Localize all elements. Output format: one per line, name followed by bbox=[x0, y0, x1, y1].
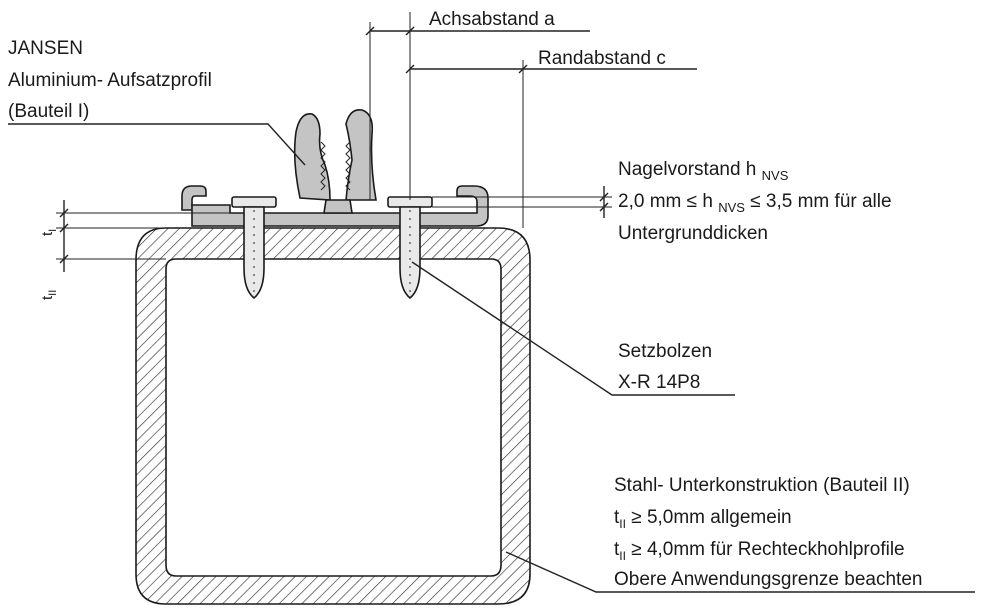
label-bolt-title: Setzbolzen bbox=[618, 341, 713, 362]
leader-steel bbox=[505, 551, 975, 593]
dim-t2-label: tII bbox=[39, 290, 59, 300]
bolt-right bbox=[387, 196, 433, 300]
label-nail-range: 2,0 mm ≤ h NVS ≤ 3,5 mm für alle bbox=[618, 191, 892, 215]
label-bolt-type: X-R 14P8 bbox=[618, 372, 701, 393]
steel-hollow-section bbox=[135, 227, 531, 605]
leader-profile bbox=[8, 123, 306, 166]
dimension-nail-protrusion bbox=[432, 186, 612, 218]
aluminium-profile bbox=[181, 108, 489, 227]
label-profile-part: (Bauteil I) bbox=[8, 101, 90, 122]
label-steel-thickness-general: tII ≥ 5,0mm allgemein bbox=[614, 507, 792, 531]
label-steel-thickness-rhs: tII ≥ 4,0mm für Rechteckhohlprofile bbox=[614, 539, 905, 563]
leader-bolt bbox=[411, 261, 735, 396]
label-nail-protrusion: Nagelvorstand h NVS bbox=[618, 159, 789, 183]
label-profile-name: Aluminium- Aufsatzprofil bbox=[8, 70, 212, 91]
dimension-thickness: tI tII bbox=[39, 200, 232, 300]
bolt-left bbox=[231, 196, 277, 300]
dim-t1-label: tI bbox=[39, 229, 59, 236]
label-steel-limit: Obere Anwendungsgrenze beachten bbox=[614, 569, 923, 590]
label-achsabstand: Achsabstand a bbox=[429, 9, 555, 30]
label-randabstand: Randabstand c bbox=[538, 48, 666, 69]
label-profile-brand: JANSEN bbox=[8, 38, 83, 59]
label-steel-title: Stahl- Unterkonstruktion (Bauteil II) bbox=[614, 475, 910, 496]
dimension-lines-top bbox=[365, 12, 697, 228]
label-nail-range-note: Untergrunddicken bbox=[618, 223, 768, 244]
